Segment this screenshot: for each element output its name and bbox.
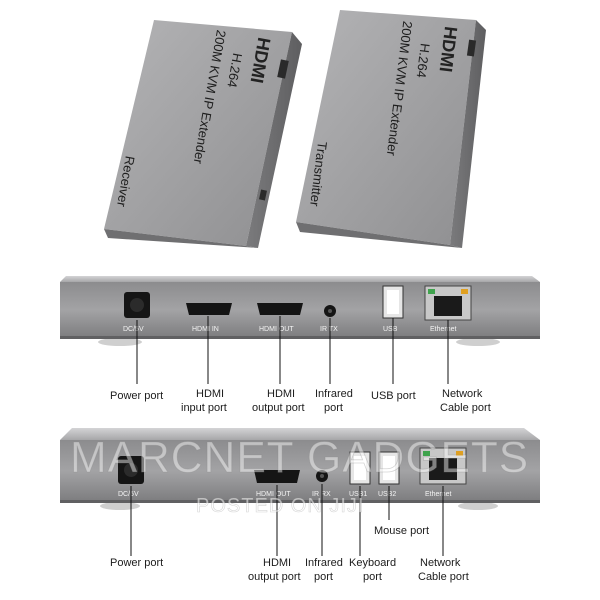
panel1-hdmi-in-port (186, 303, 232, 315)
panel2-bottom-edge (60, 500, 540, 503)
panel1-bottom-edge (60, 336, 540, 339)
caption-hdmi-out-2: output port (252, 402, 305, 414)
receiver-device: HDMI H.264 200M KVM IP Extender Receiver (104, 20, 302, 248)
watermark-line1: MARCNET GADGETS (70, 433, 529, 482)
panel2-ir-port-inner (320, 474, 324, 478)
panel1-label-dc: DC/5V (123, 326, 144, 333)
panel2-label-ethernet: Ethernet (425, 491, 452, 498)
caption-hdmi-in-2: input port (181, 402, 227, 414)
caption-hdmi-out-1: HDMI (267, 388, 295, 400)
transmitter-device: HDMI H.264 200M KVM IP Extender Transmit… (296, 10, 486, 248)
caption-usb: USB port (371, 390, 416, 402)
panel2-label-dc: DC/5V (118, 491, 139, 498)
transmitter-codec: H.264 (414, 42, 433, 78)
receiver-side-port-2 (259, 189, 267, 201)
panel1-foot-left (98, 338, 142, 346)
receiver-codec: H.264 (224, 52, 245, 89)
panel1-label-ethernet: Ethernet (430, 326, 457, 333)
panel2-label-usb2: USB2 (378, 491, 396, 498)
panel2-ethernet-led-amber (456, 451, 463, 456)
transmitter-top-face (296, 10, 476, 245)
caption2-ir-2: port (314, 571, 333, 583)
panel1-hdmi-out-port (257, 303, 303, 315)
caption2-hdmi-out-1: HDMI (263, 557, 291, 569)
panel1-ethernet-led-amber (461, 289, 468, 294)
panel1-ir-port-inner (328, 309, 332, 313)
panel2-ethernet-led-green (423, 451, 430, 456)
caption2-mouse: Mouse port (374, 525, 429, 537)
transmitter-side-face (450, 20, 486, 248)
caption-ir-1: Infrared (315, 388, 353, 400)
caption-ir-2: port (324, 402, 343, 414)
panel2-foot-left (100, 502, 140, 510)
panel2-hdmi-out-port (254, 470, 300, 483)
panel2-usb2-port-inner (383, 456, 395, 480)
panel1-label-hdmi-in: HDMI IN (192, 326, 219, 333)
panel1-callouts (136, 316, 449, 384)
panel-2: DC/5V HDMI OUT IR RX USB1 USB2 Ethernet (60, 428, 540, 510)
panel2-usb1-port-inner (354, 456, 366, 480)
panel1-captions: Power port HDMI input port HDMI output p… (110, 388, 491, 414)
transmitter-side-port (466, 39, 477, 57)
panel2-label-hdmi-out: HDMI OUT (256, 491, 291, 498)
panel1-ethernet-led-green (428, 289, 435, 294)
panel1-top-bevel (60, 276, 540, 282)
transmitter-bottom-edge (296, 222, 462, 248)
caption-power: Power port (110, 390, 163, 402)
caption2-net-2: Cable port (418, 571, 469, 583)
panel1-label-hdmi-out: HDMI OUT (259, 326, 294, 333)
caption-net-2: Cable port (440, 402, 491, 414)
panel2-ethernet-socket (429, 458, 457, 480)
caption-net-1: Network (442, 388, 483, 400)
panel1-dc-jack-hole (130, 298, 144, 312)
panel1-ethernet-socket (434, 296, 462, 316)
panel2-captions: Power port HDMI output port Infrared por… (110, 525, 469, 583)
caption-hdmi-in-1: HDMI (196, 388, 224, 400)
watermark-line2: POSTED ON JIJI (196, 495, 364, 517)
panel2-dc-jack-hole (124, 463, 138, 477)
receiver-top-face (104, 20, 292, 246)
caption2-power: Power port (110, 557, 163, 569)
panel1-label-usb: USB (383, 326, 398, 333)
receiver-bottom-edge (104, 229, 258, 248)
receiver-side-port (277, 59, 289, 79)
watermark: MARCNET GADGETS POSTED ON JIJI (70, 433, 529, 518)
receiver-side-face (246, 32, 302, 248)
panel-1: DC/5V HDMI IN HDMI OUT IR TX USB Etherne… (60, 276, 540, 346)
caption2-kbd-1: Keyboard (349, 557, 396, 569)
caption2-ir-1: Infrared (305, 557, 343, 569)
panel2-label-usb1: USB1 (349, 491, 367, 498)
panel2-callouts (130, 484, 444, 556)
panel2-foot-right (458, 502, 498, 510)
panel1-usb-port-inner (387, 290, 399, 314)
caption2-hdmi-out-2: output port (248, 571, 301, 583)
panel1-label-ir: IR TX (320, 326, 338, 333)
caption2-kbd-2: port (363, 571, 382, 583)
caption2-net-1: Network (420, 557, 461, 569)
panel1-foot-right (456, 338, 500, 346)
panel2-top-bevel (60, 428, 540, 440)
